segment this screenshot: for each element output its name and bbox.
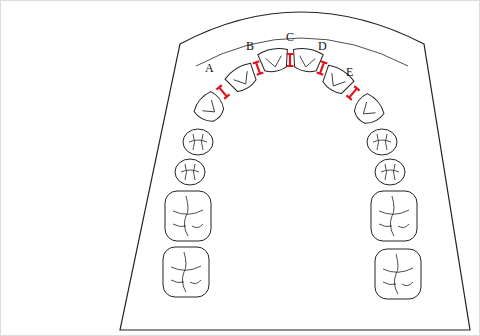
contact-label: D	[318, 40, 327, 52]
contact-label: E	[346, 66, 353, 78]
contact-label: B	[246, 40, 254, 52]
contact-label: A	[205, 62, 214, 74]
contact-label: C	[286, 31, 294, 43]
